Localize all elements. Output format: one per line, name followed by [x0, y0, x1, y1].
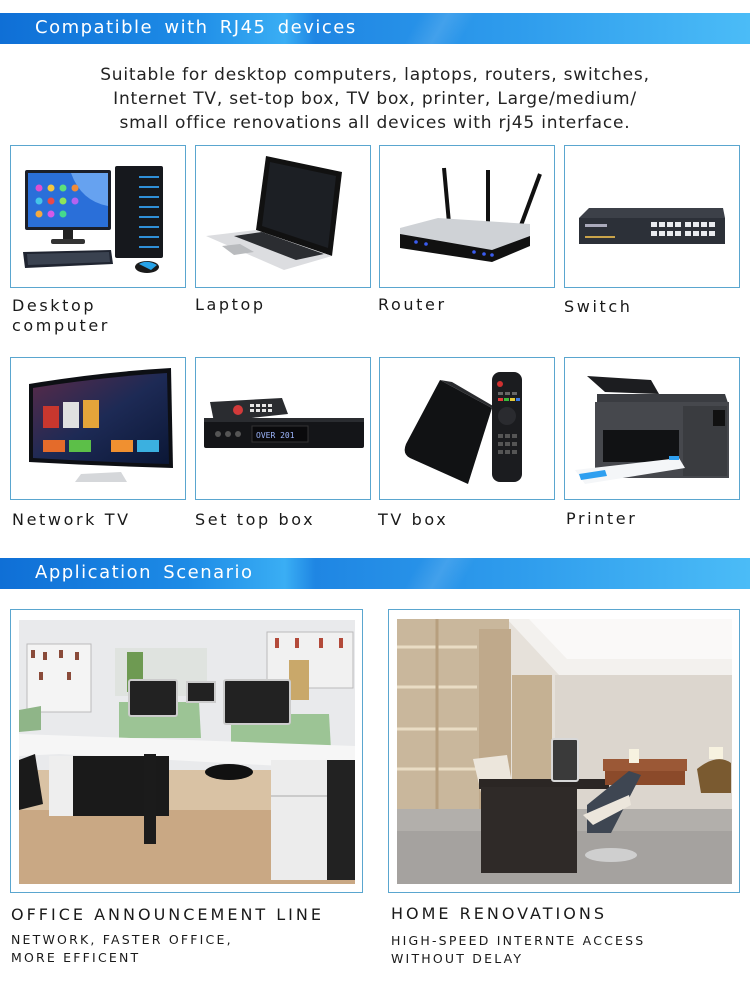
tv-box-icon: [404, 372, 522, 484]
label-line: Router: [378, 295, 447, 314]
desc-line: WITHOUT DELAY: [391, 951, 524, 966]
device-label-tv-box: TV box: [378, 510, 448, 530]
label-line: TV box: [378, 510, 449, 529]
network-tv-icon: [29, 368, 173, 482]
device-card-switch: [564, 145, 740, 288]
scenario-title-home: HOME RENOVATIONS: [391, 904, 607, 923]
device-card-printer: [564, 357, 740, 500]
section-banner-application: Application Scenario: [0, 558, 750, 589]
device-label-laptop: Laptop: [195, 295, 266, 315]
label-line: Laptop: [195, 295, 266, 314]
printer-icon: [575, 376, 729, 484]
device-label-printer: Printer: [566, 509, 637, 529]
section-title: Compatible with RJ45 devices: [35, 17, 357, 38]
router-icon: [400, 167, 542, 262]
device-label-switch: Switch: [564, 297, 633, 317]
scenario-desc-home: HIGH-SPEED INTERNTE ACCESS WITHOUT DELAY: [391, 932, 645, 968]
label-line: Network TV: [12, 510, 131, 529]
device-card-laptop: [195, 145, 371, 288]
svg-text:OVER 201: OVER 201: [256, 431, 295, 440]
desc-line: HIGH-SPEED INTERNTE ACCESS: [391, 933, 646, 948]
intro-line: small office renovations all devices wit…: [119, 113, 631, 133]
device-card-set-top-box: OVER 201: [195, 357, 371, 500]
intro-line: Suitable for desktop computers, laptops,…: [100, 65, 650, 85]
switch-icon: [579, 208, 725, 244]
scenario-card-home: [388, 609, 740, 893]
section-banner-compatible: Compatible with RJ45 devices: [0, 13, 750, 44]
device-card-router: [379, 145, 555, 288]
scenario-card-office: [10, 609, 363, 893]
intro-text: Suitable for desktop computers, laptops,…: [0, 63, 750, 135]
label-line: Set top box: [195, 510, 316, 529]
set-top-box-icon: OVER 201: [204, 398, 364, 448]
device-card-tv-box: [379, 357, 555, 500]
label-line: computer: [12, 316, 110, 335]
device-label-desktop: Desktop computer: [12, 296, 110, 336]
desc-line: NETWORK, FASTER OFFICE,: [11, 932, 233, 947]
label-line: Switch: [564, 297, 633, 316]
home-office-photo: [397, 619, 732, 884]
desktop-computer-icon: [23, 166, 163, 273]
device-card-network-tv: [10, 357, 186, 500]
section-title: Application Scenario: [35, 562, 254, 583]
label-line: Printer: [566, 509, 638, 528]
device-label-set-top-box: Set top box: [195, 510, 315, 530]
device-label-router: Router: [378, 295, 447, 315]
device-label-network-tv: Network TV: [12, 510, 131, 530]
laptop-icon: [206, 156, 342, 270]
device-card-desktop: [10, 145, 186, 288]
scenario-title-office: OFFICE ANNOUNCEMENT LINE: [11, 905, 324, 924]
office-photo: [19, 620, 355, 884]
intro-line: Internet TV, set-top box, TV box, printe…: [113, 89, 637, 109]
scenario-desc-office: NETWORK, FASTER OFFICE, MORE EFFICENT: [11, 931, 233, 967]
label-line: Desktop: [12, 296, 97, 315]
desc-line: MORE EFFICENT: [11, 950, 141, 965]
